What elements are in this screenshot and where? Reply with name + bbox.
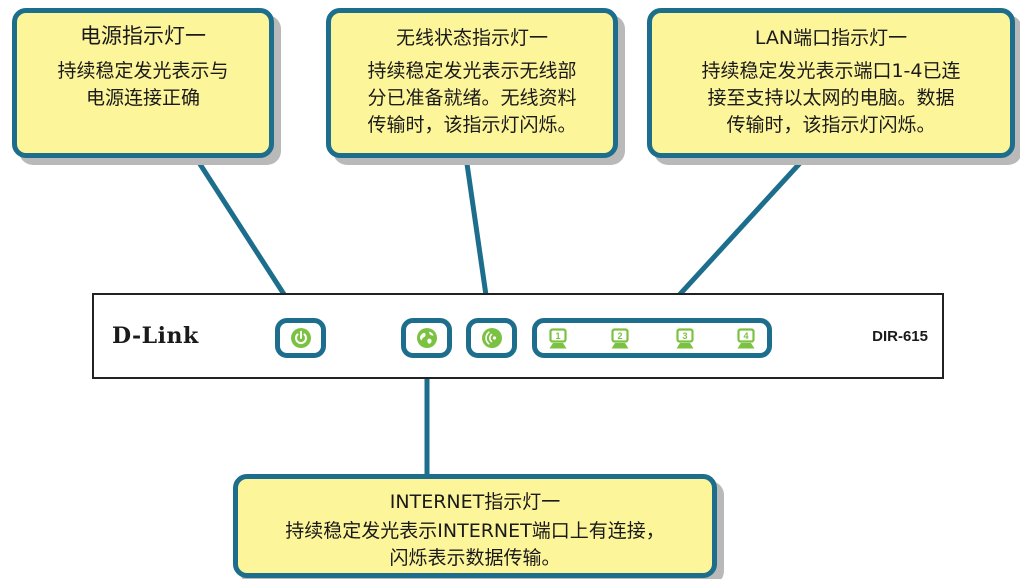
internet-led-highlight xyxy=(401,318,452,358)
router-front-panel: D-Link 1 2 xyxy=(92,293,944,379)
lan-port-4-number: 4 xyxy=(743,331,748,341)
lan-port-2-number: 2 xyxy=(617,331,622,341)
lan-port-1-number: 1 xyxy=(555,331,560,341)
lan-callout-line-2: 接至支持以太网的电脑。数据 xyxy=(707,87,955,109)
wireless-callout-title: 无线状态指示灯一 xyxy=(395,27,548,49)
lan-callout-line-3: 传输时，该指示灯闪烁。 xyxy=(726,114,936,136)
connector-lan xyxy=(657,147,815,319)
internet-callout-line-1: 持续稳定发光表示INTERNET端口上有连接， xyxy=(285,520,665,542)
internet-callout-title: INTERNET指示灯一 xyxy=(389,491,561,513)
wireless-callout-line-2: 分已准备就绪。无线资料 xyxy=(367,87,577,109)
wireless-led-callout: 无线状态指示灯一 持续稳定发光表示无线部 分已准备就绪。无线资料 传输时，该指示… xyxy=(326,8,618,158)
power-icon xyxy=(291,328,311,348)
wireless-signal-icon xyxy=(482,328,502,348)
power-callout-line-1: 持续稳定发光表示与 xyxy=(57,60,229,82)
lan-leds-highlight: 1 2 3 4 xyxy=(532,318,772,358)
lan-port-2-icon: 2 xyxy=(611,328,629,349)
lan-callout-line-1: 持续稳定发光表示端口1-4已连 xyxy=(701,60,961,82)
power-led-highlight xyxy=(275,318,326,358)
wireless-callout-line-1: 持续稳定发光表示无线部 xyxy=(367,60,577,82)
internet-led-callout: INTERNET指示灯一 持续稳定发光表示INTERNET端口上有连接， 闪烁表… xyxy=(233,474,717,578)
lan-led-callout: LAN端口指示灯一 持续稳定发光表示端口1-4已连 接至支持以太网的电脑。数据 … xyxy=(647,8,1015,158)
lan-port-3-number: 3 xyxy=(682,331,687,341)
model-number: DIR-615 xyxy=(872,328,928,345)
power-callout-title: 电源指示灯一 xyxy=(80,24,206,48)
wireless-callout-line-3: 传输时，该指示灯闪烁。 xyxy=(367,114,577,136)
globe-icon xyxy=(417,328,437,348)
wireless-led-highlight xyxy=(466,318,517,358)
lan-port-3-icon: 3 xyxy=(676,328,694,349)
lan-callout-title: LAN端口指示灯一 xyxy=(754,27,908,49)
lan-port-4-icon: 4 xyxy=(737,328,755,349)
connector-wireless xyxy=(462,147,492,319)
lan-port-1-icon: 1 xyxy=(549,328,567,349)
power-callout-line-2: 电源连接正确 xyxy=(85,87,200,109)
dlink-logo: D-Link xyxy=(112,323,199,349)
power-led-callout: 电源指示灯一 持续稳定发光表示与 电源连接正确 xyxy=(12,8,274,158)
internet-callout-line-2: 闪烁表示数据传输。 xyxy=(389,547,561,569)
connector-power xyxy=(175,127,301,319)
